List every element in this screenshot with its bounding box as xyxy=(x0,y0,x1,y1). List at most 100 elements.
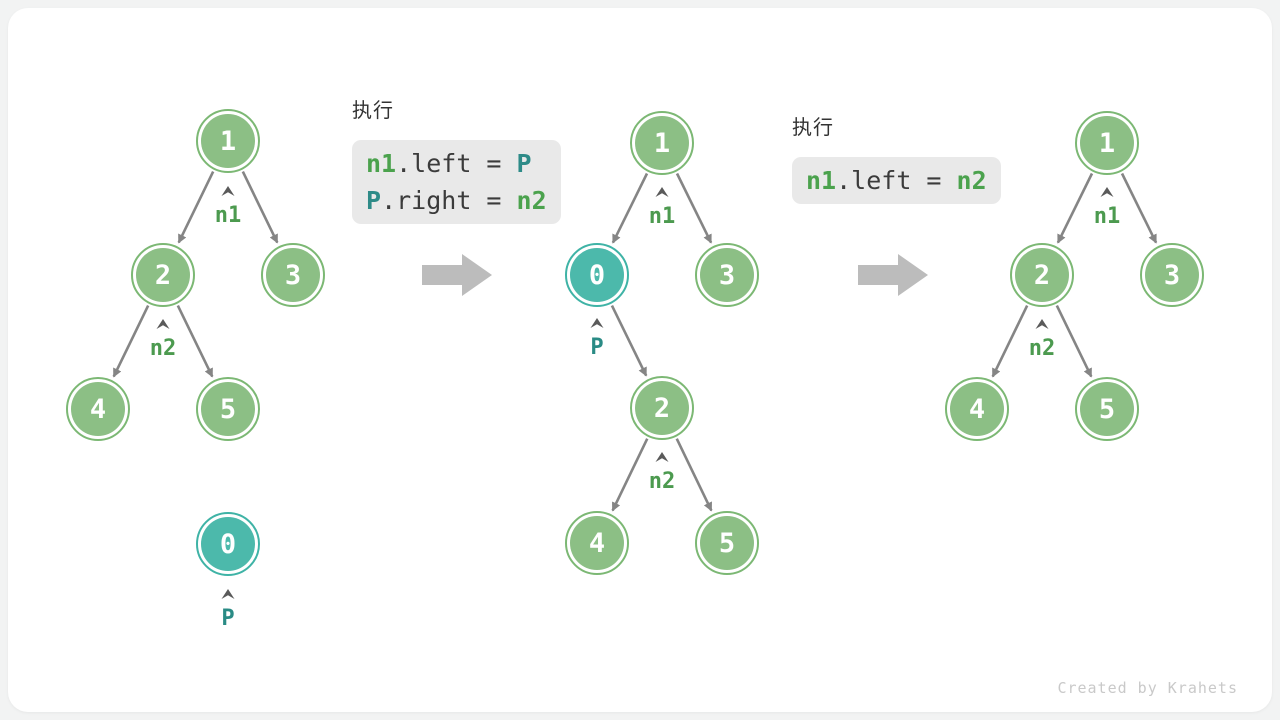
code-token: P xyxy=(366,186,382,215)
tree-node-5: 5 xyxy=(1075,377,1139,441)
tree-node-5: 5 xyxy=(196,377,260,441)
code-token: .left = xyxy=(836,166,957,195)
code-token: .left = xyxy=(396,149,517,178)
pointer-label: n1 xyxy=(214,203,242,228)
transition-arrow-icon xyxy=(858,254,928,296)
node-fill xyxy=(570,516,624,570)
code-line: P.right = n2 xyxy=(366,182,547,219)
tree-edge xyxy=(241,171,279,244)
tree-node-3: 3 xyxy=(695,243,759,307)
pointer-label: n2 xyxy=(648,469,676,494)
pointer-n1: n1 xyxy=(198,185,258,228)
code-token: .right = xyxy=(381,186,517,215)
tree-node-1: 1 xyxy=(630,111,694,175)
node-value: 3 xyxy=(1163,259,1181,291)
tree-edge xyxy=(610,304,648,377)
code-token: P xyxy=(516,149,532,178)
node-value: 3 xyxy=(284,259,302,291)
node-fill xyxy=(700,516,754,570)
node-value: 1 xyxy=(219,125,237,157)
tree-node-3: 3 xyxy=(261,243,325,307)
node-value: 4 xyxy=(588,527,606,559)
node-value: 2 xyxy=(154,259,172,291)
tree-node-5: 5 xyxy=(695,511,759,575)
node-value: 5 xyxy=(1098,393,1116,425)
tree-node-4: 4 xyxy=(945,377,1009,441)
node-value: 1 xyxy=(653,127,671,159)
pointer-label: n2 xyxy=(149,336,177,361)
node-fill xyxy=(635,381,689,435)
node-fill xyxy=(71,382,125,436)
code-line: n1.left = P xyxy=(366,145,547,182)
node-value: 5 xyxy=(219,393,237,425)
pointer-label: n1 xyxy=(1093,204,1121,229)
tree-node-1: 1 xyxy=(196,109,260,173)
tree-node-2: 2 xyxy=(630,376,694,440)
tree-edge xyxy=(675,172,713,244)
up-caret-icon xyxy=(1100,187,1114,197)
exec-label: 执行 xyxy=(792,117,834,139)
pointer-n2: n2 xyxy=(632,451,692,494)
code-box: n1.left = n2 xyxy=(792,157,1001,204)
code-token: n1 xyxy=(366,149,397,178)
up-caret-icon xyxy=(655,452,669,462)
node-fill xyxy=(570,248,624,302)
node-value: 0 xyxy=(588,259,606,291)
up-caret-icon xyxy=(221,186,235,196)
up-caret-icon xyxy=(590,318,604,328)
node-fill xyxy=(1145,248,1199,302)
node-value: 4 xyxy=(968,393,986,425)
pointer-n2: n2 xyxy=(1012,318,1072,361)
tree-edge xyxy=(177,171,215,244)
tree-edge xyxy=(1055,305,1093,378)
tree-edge xyxy=(1120,172,1158,244)
pointer-n1: n1 xyxy=(632,186,692,229)
code-token: n1 xyxy=(806,166,837,195)
tree-node-3: 3 xyxy=(1140,243,1204,307)
code-token: n2 xyxy=(516,186,547,215)
tree-edge xyxy=(112,305,150,378)
tree-node-1: 1 xyxy=(1075,111,1139,175)
up-caret-icon xyxy=(221,589,235,599)
up-caret-icon xyxy=(156,319,170,329)
pointer-label: n2 xyxy=(1028,336,1056,361)
pointer-P: P xyxy=(198,588,258,631)
tree-node-2: 2 xyxy=(1010,243,1074,307)
node-value: 4 xyxy=(89,393,107,425)
code-token: n2 xyxy=(956,166,987,195)
node-value: 1 xyxy=(1098,127,1116,159)
node-value: 2 xyxy=(1033,259,1051,291)
tree-node-0: 0 xyxy=(196,512,260,576)
node-fill xyxy=(950,382,1004,436)
node-fill xyxy=(1015,248,1069,302)
pointer-label: P xyxy=(221,606,235,631)
node-value: 3 xyxy=(718,259,736,291)
tree-edge xyxy=(1056,172,1094,244)
code-block-2: 执行 n1.left = n2 xyxy=(792,116,1001,204)
tree-edge xyxy=(675,438,713,512)
node-fill xyxy=(201,382,255,436)
pointer-label: n1 xyxy=(648,204,676,229)
tree-edge xyxy=(611,172,649,244)
node-fill xyxy=(635,116,689,170)
tree-edge xyxy=(991,305,1029,378)
node-fill xyxy=(201,114,255,168)
transition-arrow-icon xyxy=(422,254,492,296)
watermark: Created by Krahets xyxy=(1057,679,1238,697)
node-fill xyxy=(1080,116,1134,170)
tree-node-0: 0 xyxy=(565,243,629,307)
pointer-n1: n1 xyxy=(1077,186,1137,229)
node-fill xyxy=(266,248,320,302)
node-value: 5 xyxy=(718,527,736,559)
pointer-P: P xyxy=(567,317,627,360)
up-caret-icon xyxy=(655,187,669,197)
tree-node-2: 2 xyxy=(131,243,195,307)
tree-edge xyxy=(611,438,649,512)
node-fill xyxy=(1080,382,1134,436)
node-fill xyxy=(136,248,190,302)
exec-label: 执行 xyxy=(352,100,394,122)
